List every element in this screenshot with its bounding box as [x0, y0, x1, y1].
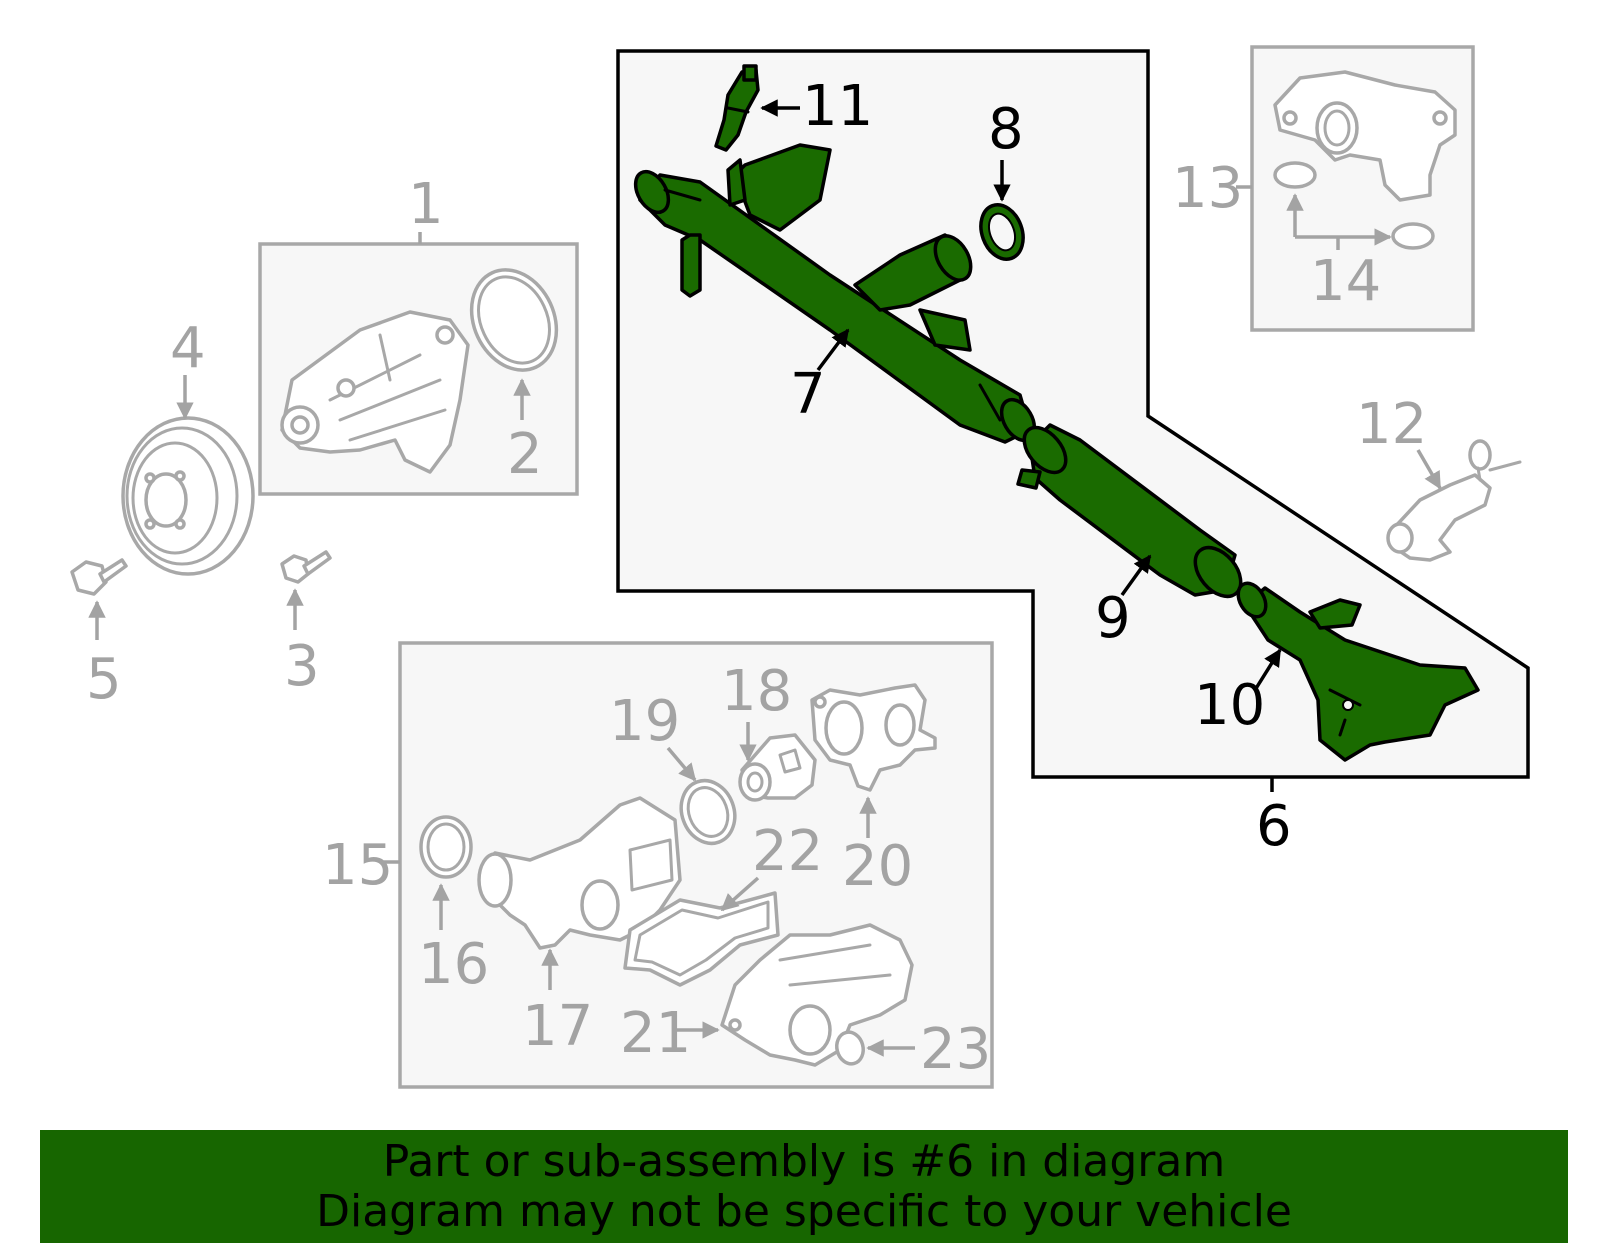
callout-4: 4: [170, 316, 206, 381]
callout-10: 10: [1194, 673, 1265, 738]
seal-part-14a: [1273, 161, 1317, 189]
callout-14: 14: [1310, 249, 1381, 314]
callout-17: 17: [522, 994, 593, 1059]
callout-15: 15: [322, 833, 393, 898]
o-ring-part-19: [679, 778, 737, 846]
footer-banner: Part or sub-assembly is #6 in diagram Di…: [40, 1130, 1568, 1243]
callout-12: 12: [1356, 392, 1427, 457]
callout-18: 18: [721, 659, 792, 724]
sensor-part-11: [714, 64, 760, 152]
housing-part-13: [1273, 70, 1457, 202]
callout-19: 19: [609, 689, 680, 754]
gasket-part-16: [419, 815, 473, 879]
callout-7: 7: [790, 362, 826, 427]
callout-6: 6: [1256, 794, 1292, 859]
sensor-part-12: [1386, 439, 1522, 562]
callout-11: 11: [802, 74, 873, 139]
callout-3: 3: [284, 634, 320, 699]
water-pipe-part-7: [633, 143, 1037, 444]
housing-part-21: [720, 923, 914, 1067]
callout-9: 9: [1095, 586, 1131, 651]
gasket-part-22: [623, 891, 780, 987]
callout-22: 22: [752, 819, 823, 884]
housing-cover-part-20: [810, 683, 937, 792]
box-assembly-6: [616, 49, 1530, 779]
seal-part-14b: [1391, 222, 1435, 250]
callout-1: 1: [408, 172, 444, 237]
o-ring-part-8: [979, 203, 1025, 261]
gasket-part-2: [469, 268, 559, 372]
thermostat-part-18: [738, 733, 817, 802]
callout-2: 2: [507, 422, 543, 487]
callout-23: 23: [920, 1017, 991, 1082]
bolt-part-5: [70, 558, 128, 596]
water-pipe-part-9: [1016, 423, 1243, 599]
callout-21: 21: [620, 1001, 691, 1066]
o-ring-part-23: [835, 1030, 865, 1066]
water-pump-part-1: [280, 310, 470, 474]
callout-8: 8: [988, 97, 1024, 162]
pulley-part-4: [121, 416, 255, 576]
footer-line-1: Part or sub-assembly is #6 in diagram: [382, 1135, 1226, 1187]
callout-16: 16: [418, 932, 489, 997]
callout-20: 20: [842, 834, 913, 899]
footer-line-2: Diagram may not be specific to your vehi…: [316, 1185, 1292, 1237]
callout-5: 5: [86, 647, 122, 712]
water-pipe-part-10: [1236, 581, 1480, 762]
callout-13: 13: [1172, 156, 1243, 221]
bolt-part-3: [280, 550, 332, 584]
